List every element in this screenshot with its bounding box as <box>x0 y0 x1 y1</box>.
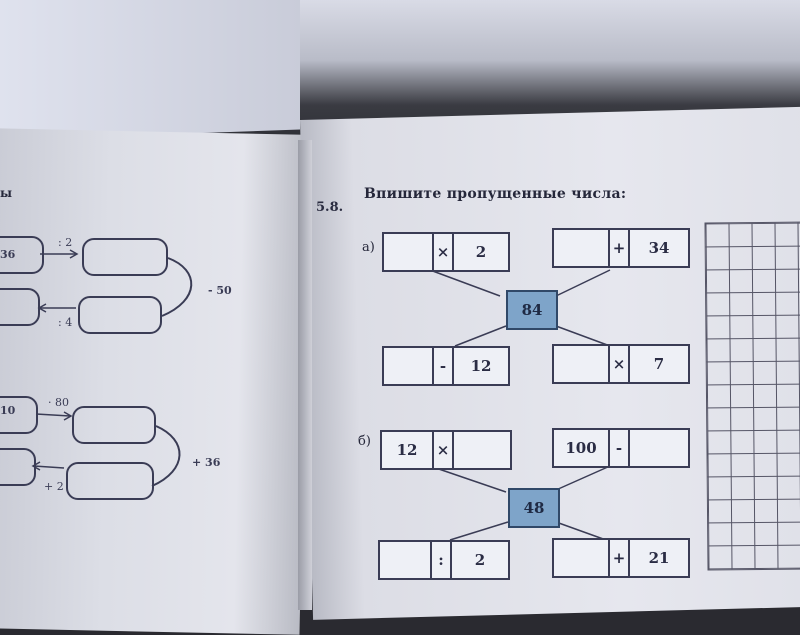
left-oval-2 <box>82 238 168 276</box>
left-oval-4 <box>78 296 162 334</box>
operator: × <box>434 234 454 270</box>
exercise-title: Впишите пропущенные числа: <box>364 186 627 202</box>
operand: 2 <box>475 243 487 261</box>
part-b-top-left-expression: 12 × <box>380 430 512 470</box>
part-a-bottom-right-expression: × 7 <box>552 344 690 384</box>
blank-cell[interactable] <box>630 430 688 466</box>
operand: 21 <box>648 549 670 567</box>
blank-cell[interactable] <box>554 346 610 382</box>
operand: 34 <box>648 239 670 257</box>
blank-cell[interactable] <box>384 348 434 384</box>
blank-cell[interactable] <box>380 542 432 578</box>
left-op-bottom1: : 4 <box>58 316 73 329</box>
left-oval-5 <box>0 396 38 434</box>
left-oval-6 <box>72 406 156 444</box>
blank-cell[interactable] <box>384 234 434 270</box>
left-value-1: 36 <box>0 248 16 261</box>
part-a-top-right-expression: + 34 <box>552 228 690 268</box>
part-b-center-value: 48 <box>508 488 560 528</box>
part-b-bottom-right-expression: + 21 <box>552 538 690 578</box>
part-a-label: а) <box>362 240 375 255</box>
operator: × <box>610 346 630 382</box>
operand: 7 <box>653 355 665 373</box>
left-op-bottom2: + 2 <box>44 480 64 493</box>
part-a-center-value: 84 <box>506 290 558 330</box>
operator: + <box>610 230 630 266</box>
operator: : <box>432 542 452 578</box>
operand: 2 <box>474 551 486 569</box>
operand: 12 <box>382 432 434 468</box>
operand: 100 <box>554 430 610 466</box>
left-value-2: 10 <box>0 404 16 417</box>
left-op-right1: - 50 <box>208 284 232 297</box>
operator: - <box>434 348 454 384</box>
part-b-bottom-left-expression: : 2 <box>378 540 510 580</box>
left-op-right2: + 36 <box>192 456 221 469</box>
blank-cell[interactable] <box>454 432 510 468</box>
left-header-fragment: ы <box>0 186 13 200</box>
operand: 12 <box>470 357 492 375</box>
blank-cell[interactable] <box>554 540 610 576</box>
left-op-top1: : 2 <box>58 236 73 249</box>
answer-grid <box>704 221 800 571</box>
book-spine <box>298 140 312 610</box>
part-b-top-right-expression: 100 - <box>552 428 690 468</box>
left-oval-8 <box>66 462 154 500</box>
left-page-arrows <box>31 249 611 541</box>
operator: × <box>434 432 454 468</box>
operator: + <box>610 540 630 576</box>
operator: - <box>610 430 630 466</box>
part-a-top-left-expression: × 2 <box>382 232 510 272</box>
exercise-number: 5.8. <box>316 200 344 215</box>
blank-cell[interactable] <box>554 230 610 266</box>
part-b-label: б) <box>358 434 371 449</box>
left-oval-1 <box>0 236 44 274</box>
left-op-top2: · 80 <box>48 396 69 409</box>
left-oval-3 <box>0 288 40 326</box>
part-a-bottom-left-expression: - 12 <box>382 346 510 386</box>
